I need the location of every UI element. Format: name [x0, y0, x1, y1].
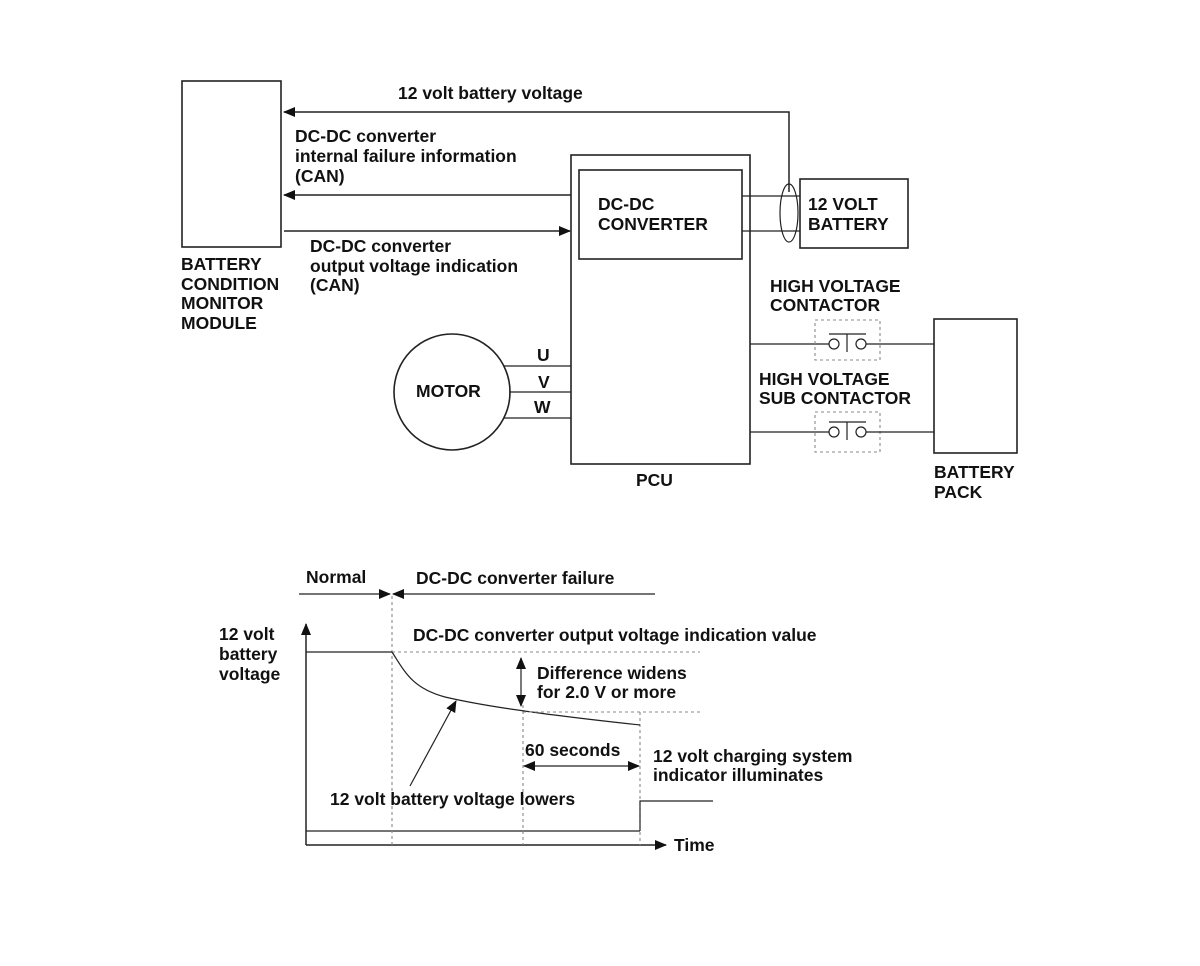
svg-text:battery: battery [219, 644, 278, 664]
indicator-on-signal [639, 800, 713, 831]
svg-text:Difference widens: Difference widens [537, 663, 687, 683]
output-indication-label: DC-DC converter output voltage indicatio… [310, 236, 518, 295]
hv-sub-contactor-label: HIGH VOLTAGE SUB CONTACTOR [759, 369, 911, 408]
x-axis-label: Time [674, 835, 715, 855]
svg-text:CONVERTER: CONVERTER [598, 214, 708, 234]
svg-text:12 VOLT: 12 VOLT [808, 194, 878, 214]
battery-voltage-signal-line [283, 107, 790, 192]
svg-text:MONITOR: MONITOR [181, 293, 264, 313]
svg-text:BATTERY: BATTERY [808, 214, 889, 234]
svg-text:12 volt: 12 volt [219, 624, 275, 644]
duration-label: 60 seconds [525, 740, 621, 760]
bcm-module-label: BATTERY CONDITION MONITOR MODULE [181, 254, 279, 333]
battery-12v-label: 12 VOLT BATTERY [808, 194, 889, 234]
svg-text:CONDITION: CONDITION [181, 274, 279, 294]
svg-text:SUB CONTACTOR: SUB CONTACTOR [759, 388, 911, 408]
svg-text:PACK: PACK [934, 482, 983, 502]
svg-text:internal failure information: internal failure information [295, 146, 517, 166]
svg-text:DC-DC converter: DC-DC converter [295, 126, 436, 146]
hv-contactor-label: HIGH VOLTAGE CONTACTOR [770, 276, 901, 315]
hv-contactor-switch [828, 333, 867, 352]
motor-label: MOTOR [416, 381, 481, 401]
indicator-label: 12 volt charging system indicator illumi… [653, 746, 852, 785]
svg-text:DC-DC: DC-DC [598, 194, 655, 214]
svg-text:for 2.0 V or more: for 2.0 V or more [537, 682, 676, 702]
phase-w-label: W [534, 397, 551, 417]
svg-text:(CAN): (CAN) [310, 275, 360, 295]
svg-text:output voltage indication: output voltage indication [310, 256, 518, 276]
battery-voltage-curve [391, 651, 641, 726]
svg-text:indicator illuminates: indicator illuminates [653, 765, 823, 785]
phase-v-label: V [538, 372, 550, 392]
svg-text:12 volt charging system: 12 volt charging system [653, 746, 852, 766]
svg-text:BATTERY: BATTERY [181, 254, 262, 274]
indication-value-label: DC-DC converter output voltage indicatio… [413, 625, 817, 645]
y-axis-label: 12 volt battery voltage [219, 624, 281, 684]
normal-label: Normal [306, 567, 366, 587]
difference-label: Difference widens for 2.0 V or more [537, 663, 687, 702]
battery-voltage-signal-label: 12 volt battery voltage [398, 83, 583, 103]
battery-pack-box [933, 318, 1018, 454]
svg-text:DC-DC converter: DC-DC converter [310, 236, 451, 256]
voltage-lowers-label: 12 volt battery voltage lowers [330, 789, 575, 809]
dcdc-converter-box [578, 169, 743, 260]
svg-text:CONTACTOR: CONTACTOR [770, 295, 881, 315]
sensing-clamp [779, 183, 799, 243]
battery-12v-box [799, 178, 909, 249]
failure-label: DC-DC converter failure [416, 568, 615, 588]
failure-info-label: DC-DC converter internal failure informa… [295, 126, 517, 186]
pcu-label: PCU [636, 470, 673, 490]
hv-sub-contactor-switch [828, 421, 867, 440]
svg-text:HIGH VOLTAGE: HIGH VOLTAGE [759, 369, 890, 389]
hv-contactor-outline [814, 319, 881, 361]
svg-text:HIGH VOLTAGE: HIGH VOLTAGE [770, 276, 901, 296]
voltage-lowers-pointer [409, 700, 457, 787]
bcm-module-box [181, 80, 282, 248]
svg-text:BATTERY: BATTERY [934, 462, 1015, 482]
battery-pack-label: BATTERY PACK [934, 462, 1015, 502]
phase-u-label: U [537, 345, 550, 365]
dcdc-converter-label: DC-DC CONVERTER [598, 194, 708, 234]
svg-text:voltage: voltage [219, 664, 281, 684]
svg-text:MODULE: MODULE [181, 313, 257, 333]
svg-text:(CAN): (CAN) [295, 166, 345, 186]
